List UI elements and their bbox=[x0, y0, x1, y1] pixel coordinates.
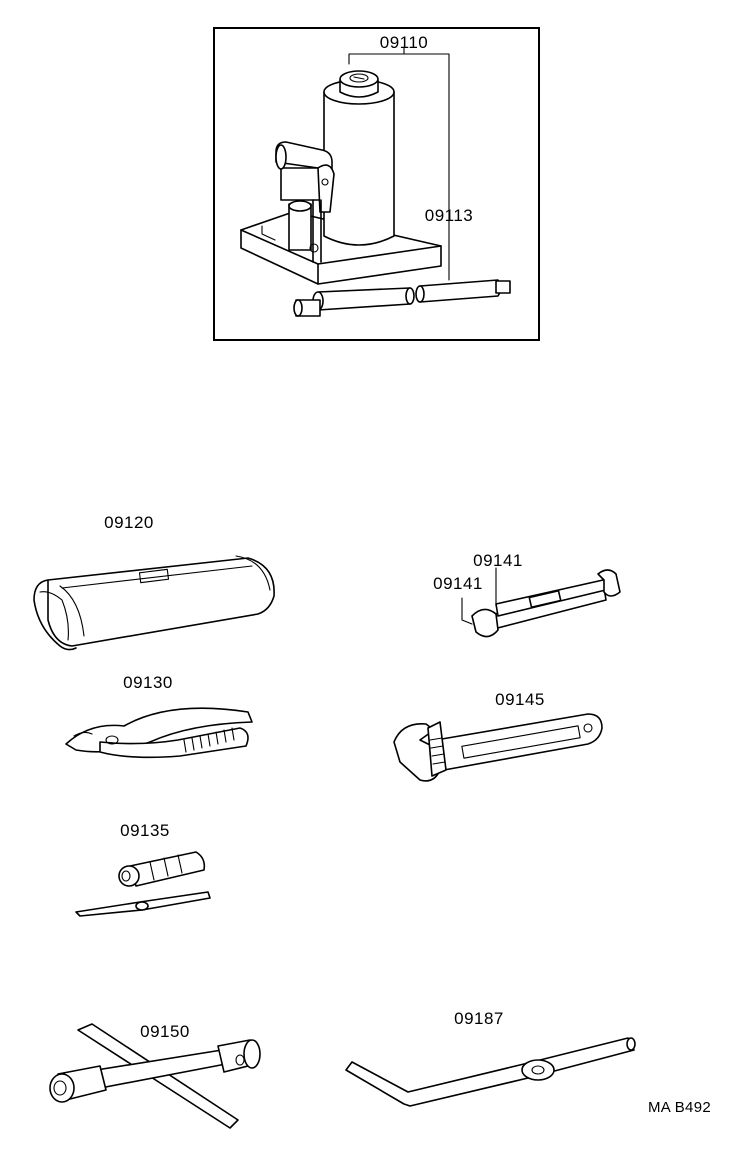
part-label-jack-handle: 09113 bbox=[425, 206, 474, 225]
part-label-pliers: 09130 bbox=[123, 673, 173, 692]
jack-pump bbox=[275, 141, 335, 263]
pliers-group: 09130 bbox=[65, 673, 253, 759]
part-label-jack: 09110 bbox=[380, 33, 429, 52]
tool-bag-group: 09120 bbox=[33, 513, 275, 651]
jack-cylinder bbox=[323, 70, 395, 246]
part-label-crank-handle: 09187 bbox=[454, 1009, 504, 1028]
adjustable-wrench-group: 09145 bbox=[393, 690, 603, 782]
part-label-wheel-nut-wrench: 09150 bbox=[140, 1022, 190, 1041]
reference-code: MA B492 bbox=[648, 1099, 711, 1116]
jack-frame-box bbox=[213, 27, 540, 341]
part-label-wrench-lower: 09141 bbox=[433, 574, 483, 593]
part-label-wrench-upper: 09141 bbox=[473, 551, 523, 570]
open-end-wrench-group: 09141 09141 bbox=[433, 551, 621, 638]
tool-bag-body bbox=[47, 557, 275, 647]
part-label-adjustable-wrench: 09145 bbox=[495, 690, 545, 709]
wheel-nut-wrench-group: 09150 bbox=[49, 1022, 261, 1129]
screwdriver-group: 09135 bbox=[75, 821, 211, 917]
jack-leader-lines bbox=[348, 47, 450, 281]
part-label-screwdriver: 09135 bbox=[120, 821, 170, 840]
part-label-tool-bag: 09120 bbox=[104, 513, 154, 532]
jack-assembly-group: 09110 09113 bbox=[213, 27, 540, 341]
jack-handle-pieces bbox=[293, 279, 511, 317]
crank-handle-group: 09187 bbox=[345, 1009, 636, 1107]
